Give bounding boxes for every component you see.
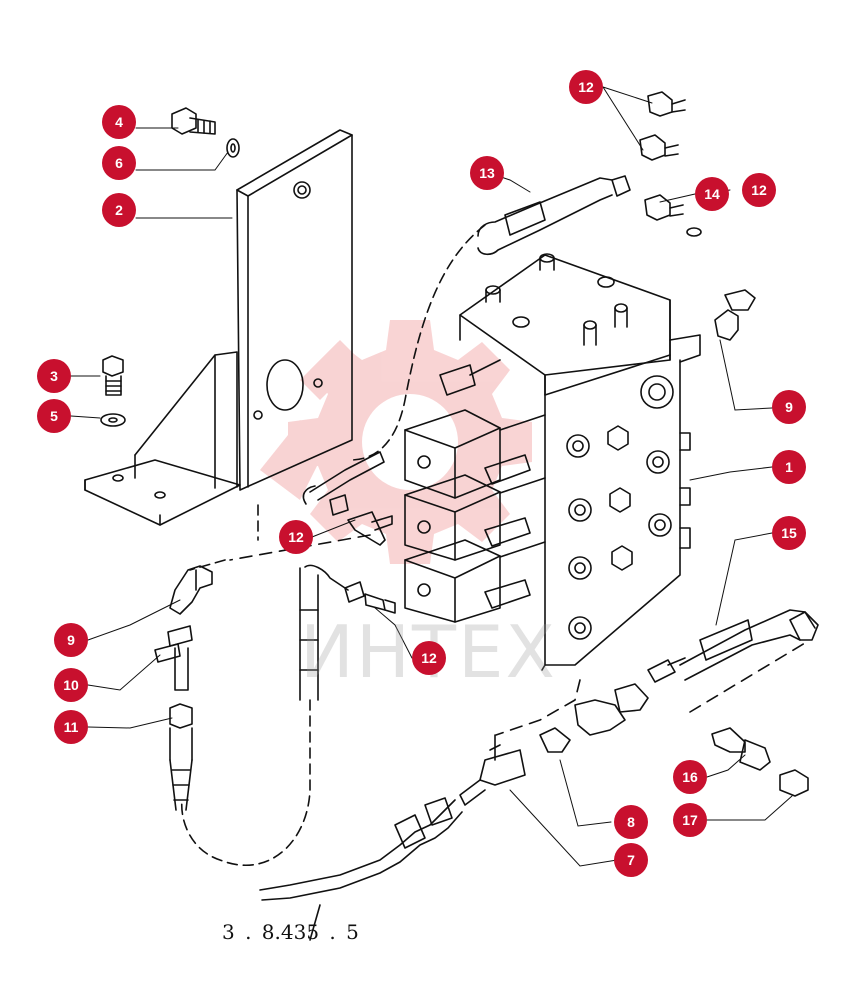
callout-17[interactable]: 17 bbox=[673, 803, 707, 837]
callout-14[interactable]: 14 bbox=[695, 177, 729, 211]
callout-5[interactable]: 5 bbox=[37, 399, 71, 433]
callout-3[interactable]: 3 bbox=[37, 359, 71, 393]
callout-4[interactable]: 4 bbox=[102, 105, 136, 139]
callout-11[interactable]: 11 bbox=[54, 710, 88, 744]
callout-6[interactable]: 6 bbox=[102, 146, 136, 180]
callout-1[interactable]: 1 bbox=[772, 450, 806, 484]
callout-7[interactable]: 7 bbox=[614, 843, 648, 877]
callout-8[interactable]: 8 bbox=[614, 805, 648, 839]
callout-16[interactable]: 16 bbox=[673, 760, 707, 794]
callout-12-lower[interactable]: 12 bbox=[412, 641, 446, 675]
callout-12-mid[interactable]: 12 bbox=[279, 520, 313, 554]
callout-2[interactable]: 2 bbox=[102, 193, 136, 227]
callout-13[interactable]: 13 bbox=[470, 156, 504, 190]
callout-9-left[interactable]: 9 bbox=[54, 623, 88, 657]
callout-12-top[interactable]: 12 bbox=[569, 70, 603, 104]
callout-12-right[interactable]: 12 bbox=[742, 173, 776, 207]
callout-15[interactable]: 15 bbox=[772, 516, 806, 550]
drawing-reference-code: 3 . 8.435 . 5 bbox=[222, 920, 359, 944]
bracket-plate bbox=[236, 129, 353, 491]
callout-9-right[interactable]: 9 bbox=[772, 390, 806, 424]
callout-10[interactable]: 10 bbox=[54, 668, 88, 702]
